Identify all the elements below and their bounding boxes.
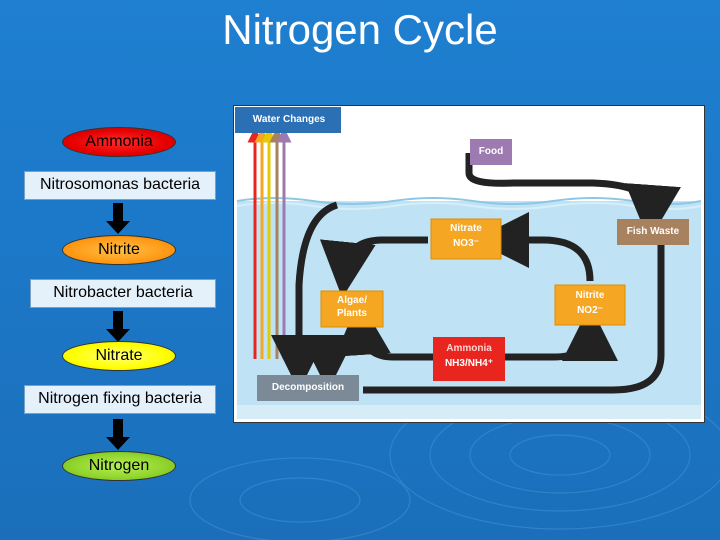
nitrite-oval: Nitrite bbox=[62, 235, 176, 265]
nitrogen-fixing-box: Nitrogen fixing bacteria bbox=[24, 385, 216, 414]
nitrogen-oval: Nitrogen bbox=[62, 451, 176, 481]
ammonia-box-label: Ammonia bbox=[446, 343, 492, 354]
ammonia-oval: Ammonia bbox=[62, 127, 176, 157]
nitrogen-cycle-diagram: Water Changes Food Fish Waste Nitrate NO… bbox=[233, 105, 705, 423]
food-label: Food bbox=[478, 146, 504, 157]
nitrobacter-box: Nitrobacter bacteria bbox=[30, 279, 216, 308]
algae-label-line2: Plants bbox=[336, 308, 367, 319]
water-changes-label: Water Changes bbox=[252, 114, 326, 125]
diagram-artwork bbox=[233, 105, 705, 423]
decomposition-label: Decomposition bbox=[271, 382, 345, 393]
algae-label-line1: Algae/ bbox=[336, 295, 367, 306]
nitrate-oval: Nitrate bbox=[62, 341, 176, 371]
nitrate-formula: NO3⁻ bbox=[453, 238, 479, 249]
nitrite-formula: NO2⁻ bbox=[577, 305, 603, 316]
nitrate-box-label: Nitrate bbox=[450, 223, 482, 234]
fish-waste-label: Fish Waste bbox=[626, 226, 680, 237]
nitrite-box-label: Nitrite bbox=[575, 290, 605, 301]
down-arrow-icon bbox=[106, 419, 130, 450]
ammonia-formula: NH3/NH4⁺ bbox=[444, 358, 494, 369]
down-arrow-icon bbox=[106, 203, 130, 234]
nitrosomonas-box: Nitrosomonas bacteria bbox=[24, 171, 216, 200]
down-arrow-icon bbox=[106, 311, 130, 342]
slide-title: Nitrogen Cycle bbox=[222, 6, 498, 53]
